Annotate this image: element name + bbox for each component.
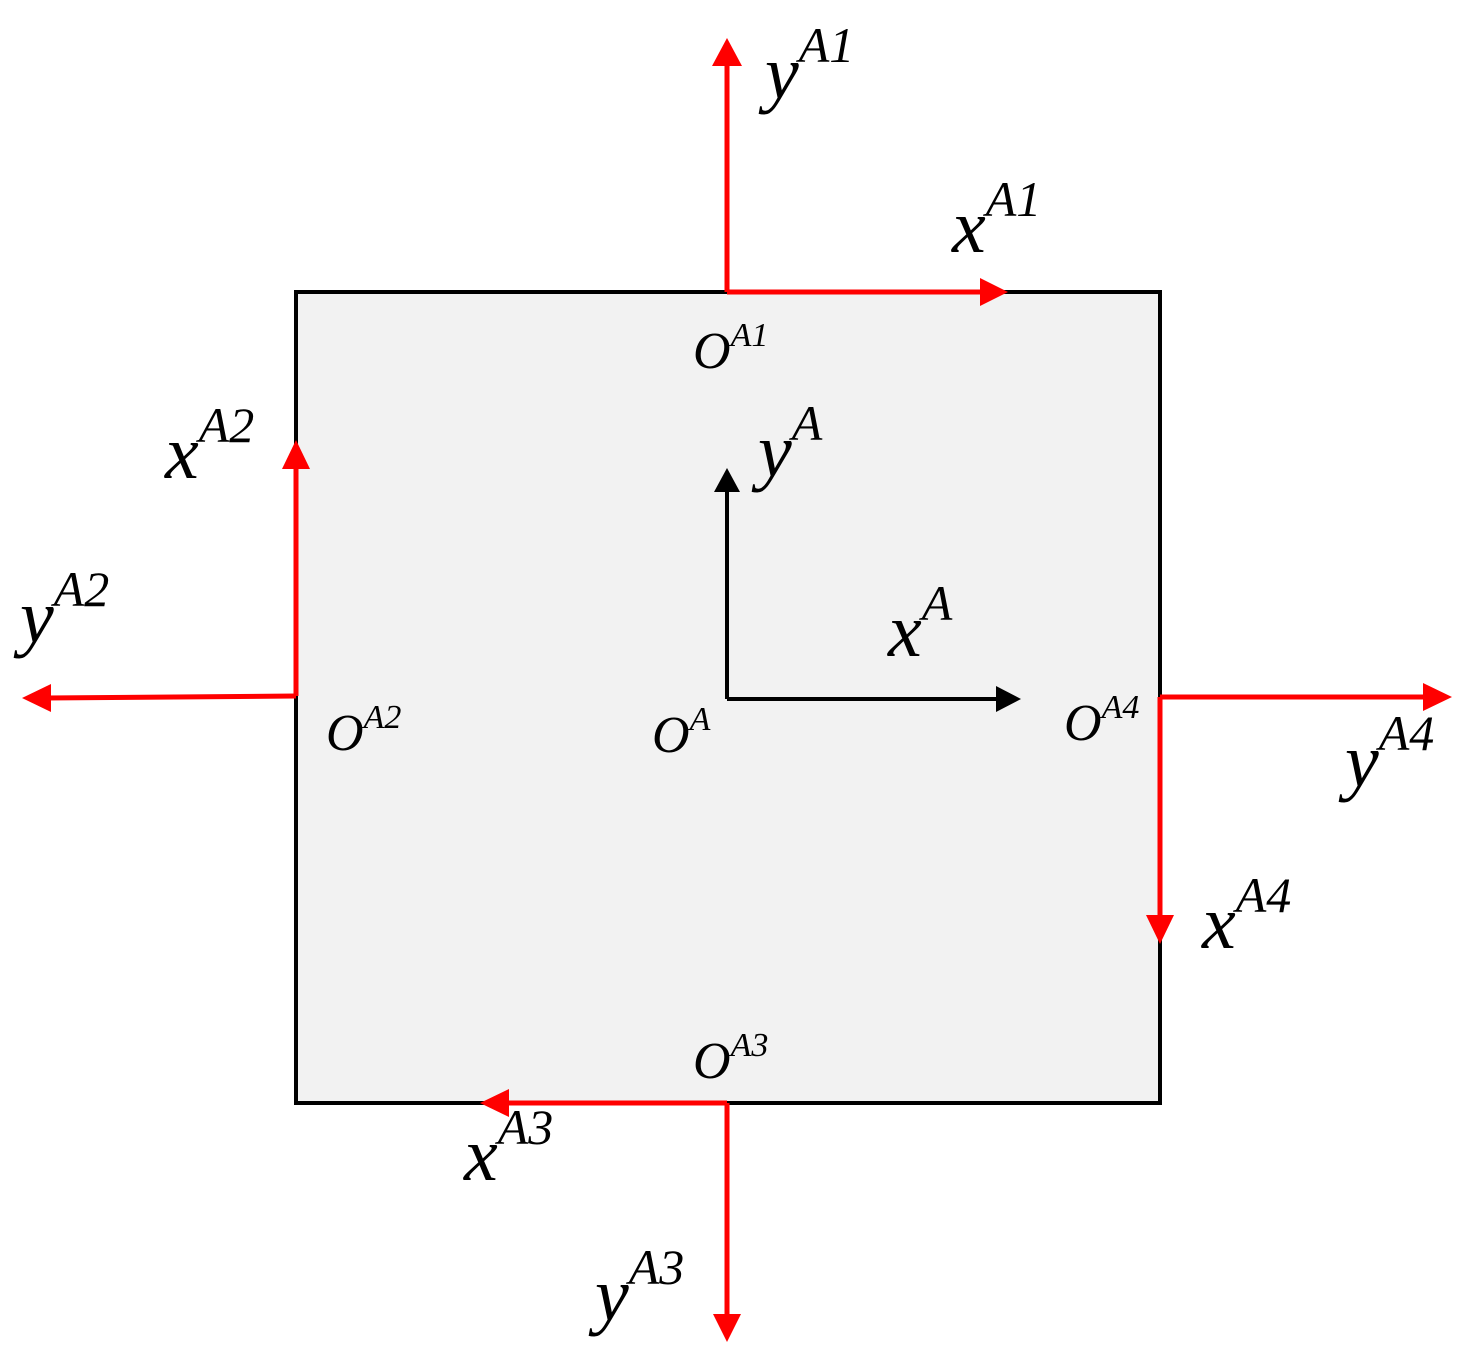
label-O-A1: OA1	[693, 317, 768, 380]
arrowhead-y-A	[714, 468, 740, 492]
label-x-A1: xA1	[951, 171, 1041, 269]
label-y-A: yA	[751, 395, 823, 493]
arrowhead-x-A	[996, 686, 1021, 712]
arrowhead-x-A1	[980, 278, 1008, 306]
arrowhead-y-A1	[712, 38, 742, 66]
label-O-A4: OA4	[1064, 689, 1139, 752]
label-x-A2: xA2	[164, 397, 254, 495]
arrowhead-y-A3	[713, 1314, 741, 1342]
label-y-A4: yA4	[1338, 705, 1434, 803]
label-x-A: xA	[887, 575, 953, 673]
label-O-A2: OA2	[326, 699, 401, 762]
arrowhead-y-A4	[1423, 683, 1452, 711]
arrowhead-x-A2	[282, 440, 310, 469]
label-x-A3: xA3	[463, 1099, 553, 1197]
label-y-A1: yA1	[758, 17, 854, 115]
label-O-A: OA	[652, 701, 711, 764]
arrowhead-x-A4	[1146, 915, 1174, 944]
label-O-A3: OA3	[693, 1027, 768, 1090]
axis-y-A2	[45, 693, 297, 701]
label-y-A2: yA2	[13, 561, 109, 659]
arrowhead-y-A2	[22, 684, 51, 712]
arrowhead-x-A3	[480, 1089, 509, 1117]
label-y-A3: yA3	[588, 1239, 684, 1337]
label-x-A4: xA4	[1201, 867, 1291, 965]
